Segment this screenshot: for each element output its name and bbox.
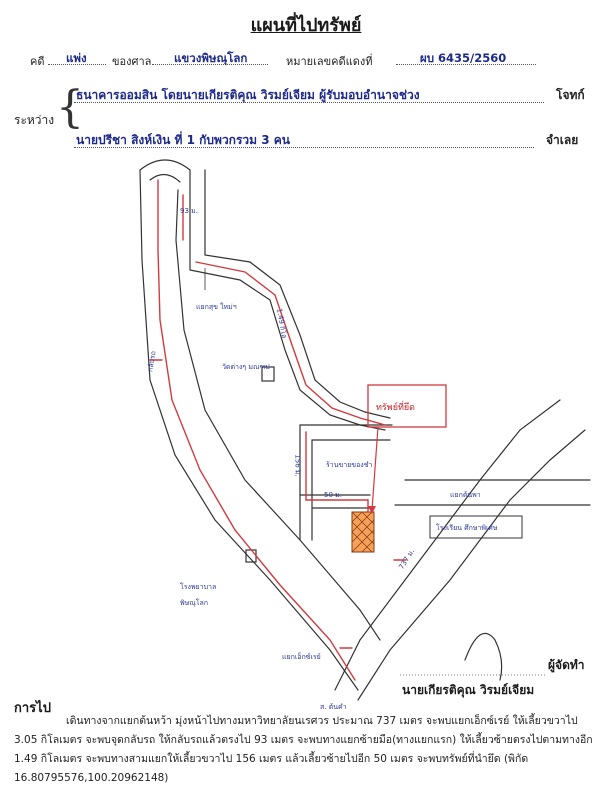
curve-road-left-edge [189, 169, 386, 431]
signature-name: นายเกียรติคุณ วิรมย์เจียม [402, 683, 535, 697]
label-dist-156: 156 ม. [293, 454, 302, 477]
diag-road-right-edge [357, 429, 586, 701]
directions-text: เดินทางจากแยกต้นหว้า มุ่งหน้าไปทางมหาวิท… [14, 715, 593, 784]
plaintiff-line [74, 90, 544, 103]
plaintiff-role: โจทก์ [556, 88, 585, 102]
black-no-line [396, 52, 536, 65]
property-fill [351, 511, 375, 553]
defendant-line [74, 135, 534, 148]
diag-road-left-edge [334, 399, 561, 691]
label-three-way: แยกต้นพา [450, 491, 481, 499]
court-name-value: แขวงพิษณุโลก [174, 51, 248, 65]
route-curve [195, 261, 386, 426]
court-label: ของศาล [112, 55, 152, 68]
label-esso: แยกเอ็กซ์เรย์ [282, 653, 321, 661]
curve-road-right-edge [204, 169, 391, 419]
route-main [157, 179, 356, 681]
plaintiff-name: ธนาคารออมสิน โดยนายเกียรติคุณ วิรมย์เจีย… [76, 88, 420, 102]
case-type-value: แพ่ง [66, 51, 87, 65]
property-parcel [351, 511, 375, 553]
label-distance-top: 93 ม. [180, 207, 198, 215]
label-school: โรงเรียน ศึกษาพิเศษ [436, 524, 498, 532]
brace-symbol: { [56, 82, 84, 133]
property-pointer-head [368, 506, 376, 514]
document-title: แผนที่ไปทรัพย์ [250, 15, 362, 36]
school-box [429, 515, 523, 539]
case-type-line [48, 52, 106, 65]
label-temple: วัดต่างๆ มณฑป [222, 363, 270, 371]
label-dist-50: 50 ม. [324, 491, 342, 499]
court-name-line [152, 52, 268, 65]
signature-role: ผู้จัดทำ [548, 658, 585, 672]
label-start: ส. ต้นคำ [320, 703, 347, 711]
label-hospital-sub: พิษณุโลก [180, 599, 209, 607]
signature-arc [464, 632, 503, 681]
black-no-value: ผบ 6435/2560 [420, 51, 507, 65]
temple-marker [261, 366, 275, 382]
property-label-box [367, 384, 447, 428]
label-hospital: โรงพยาบาล [180, 583, 217, 591]
between-label: ระหว่าง [14, 113, 55, 127]
label-property: ทรัพย์ที่ยึด [376, 403, 416, 413]
defendant-role: จำเลย [546, 133, 579, 147]
label-shop: ร้านขายของชำ [326, 461, 373, 469]
label-junction: แยกสุข ใหม่ฯ [196, 303, 237, 311]
property-pointer [371, 426, 379, 511]
highway-left-edge [139, 169, 359, 691]
uturn-loop-outer [139, 159, 191, 171]
defendant-name: นายปรีชา สิงห์เงิน ที่ 1 กับพวกรวม 3 คน [76, 133, 290, 147]
highway-right-edge [175, 189, 381, 641]
black-no-label: หมายเลขคดีแดงที่ [286, 55, 373, 68]
case-label: คดี [30, 55, 45, 68]
directions-heading: การไป [14, 701, 51, 716]
uturn-loop-inner [149, 173, 181, 183]
